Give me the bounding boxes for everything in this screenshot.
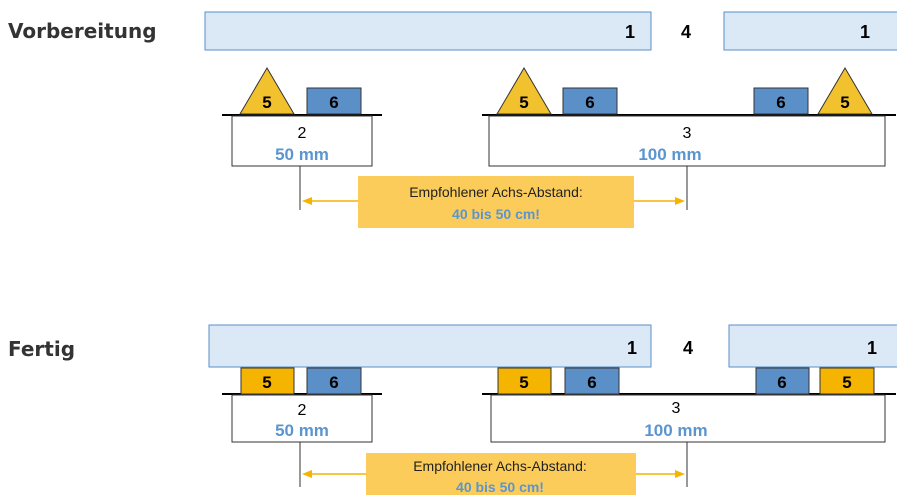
base-right-size: 100 mm <box>644 421 707 440</box>
base-left <box>231 115 373 167</box>
panel-finished: Fertig 1 4 1 2 50 mm 5 6 3 100 mm 5 6 6 … <box>8 324 897 495</box>
note-line-2: 40 bis 50 cm! <box>452 206 540 222</box>
marker-6 <box>306 367 362 395</box>
marker-5-label: 5 <box>262 93 271 112</box>
panel-preparation: Vorbereitung 1 4 1 2 50 mm 5 6 3 100 mm … <box>8 11 897 228</box>
gap-label: 4 <box>681 22 691 42</box>
marker-5-block <box>819 367 875 395</box>
arrow-right-head <box>675 470 685 478</box>
marker-6-label: 6 <box>329 93 338 112</box>
base-left-size: 50 mm <box>275 421 329 440</box>
board-right <box>723 11 897 51</box>
board-right <box>728 324 897 368</box>
note-line-2: 40 bis 50 cm! <box>456 479 544 495</box>
marker-6-label: 6 <box>587 373 596 392</box>
marker-6 <box>753 87 809 115</box>
marker-5-block <box>240 367 295 395</box>
marker-5-label: 5 <box>842 373 851 392</box>
note-line-1: Empfohlener Achs-Abstand: <box>413 458 587 474</box>
marker-5-triangle <box>239 67 295 115</box>
axis-distance-note <box>366 453 636 495</box>
marker-6-label: 6 <box>585 93 594 112</box>
marker-6 <box>306 87 362 115</box>
board-right-label: 1 <box>867 338 877 358</box>
base-left-label: 2 <box>298 402 307 419</box>
board-left-label: 1 <box>627 338 637 358</box>
gap-label: 4 <box>683 338 693 358</box>
board-left-label: 1 <box>625 22 635 42</box>
marker-6 <box>562 87 618 115</box>
base-right-size: 100 mm <box>638 145 701 164</box>
base-right-label: 3 <box>683 125 692 142</box>
marker-6 <box>755 367 810 395</box>
base-right-label: 3 <box>672 400 681 417</box>
marker-5-label: 5 <box>519 93 528 112</box>
base-left-size: 50 mm <box>275 145 329 164</box>
marker-5-label: 5 <box>262 373 271 392</box>
panel-title: Vorbereitung <box>8 19 157 43</box>
base-right <box>490 394 886 443</box>
marker-6-label: 6 <box>776 93 785 112</box>
board-left <box>204 11 652 51</box>
marker-5-block <box>497 367 552 395</box>
arrow-left-head <box>302 470 312 478</box>
marker-5-label: 5 <box>840 93 849 112</box>
note-line-1: Empfohlener Achs-Abstand: <box>409 184 583 200</box>
marker-5-label: 5 <box>519 373 528 392</box>
panel-title: Fertig <box>8 337 75 361</box>
axis-distance-note <box>358 176 634 228</box>
base-right <box>488 115 886 167</box>
arrow-left-head <box>302 197 312 205</box>
base-left <box>231 394 373 443</box>
marker-5-triangle <box>817 67 873 115</box>
board-right-label: 1 <box>860 22 870 42</box>
marker-6-label: 6 <box>329 373 338 392</box>
marker-6 <box>564 367 620 395</box>
marker-5-triangle <box>496 67 552 115</box>
marker-6-label: 6 <box>777 373 786 392</box>
base-left-label: 2 <box>298 125 307 142</box>
board-left <box>208 324 652 368</box>
arrow-right-head <box>675 197 685 205</box>
